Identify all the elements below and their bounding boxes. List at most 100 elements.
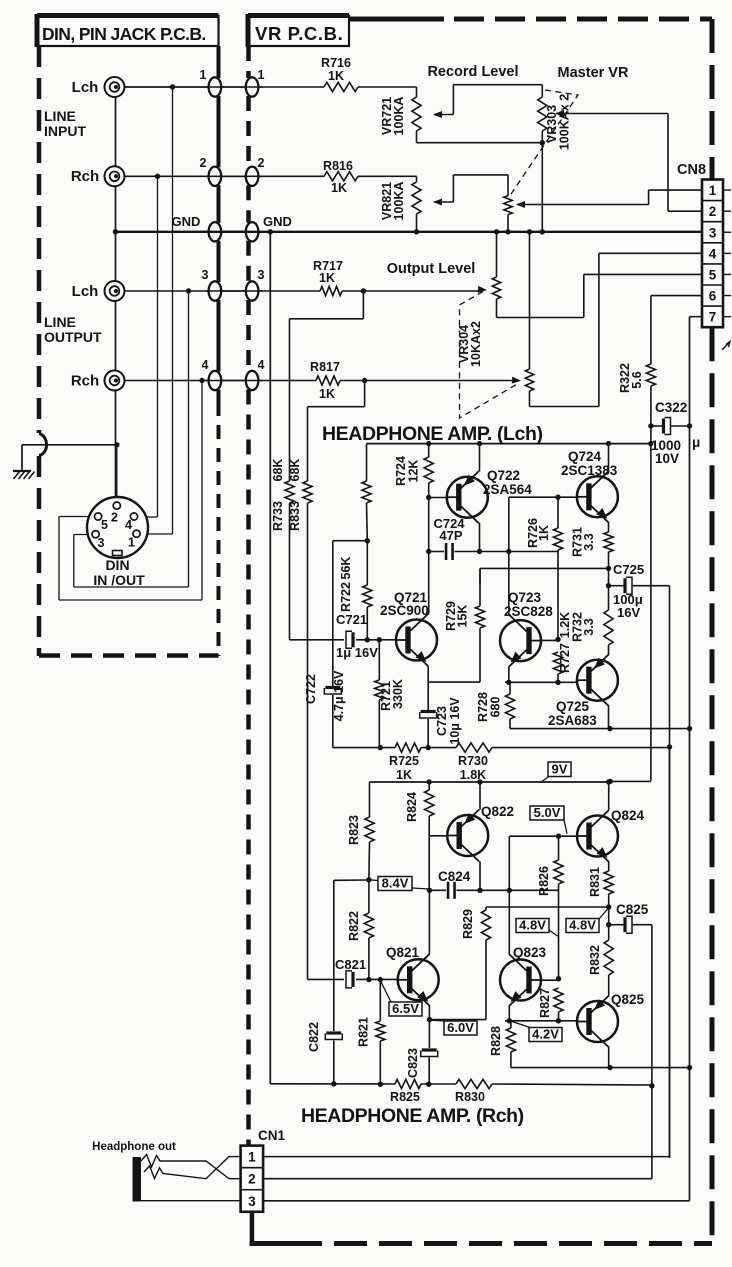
svg-text:Record Level: Record Level bbox=[427, 64, 518, 80]
svg-text:10V: 10V bbox=[655, 451, 679, 466]
svg-text:Q822: Q822 bbox=[481, 804, 514, 819]
svg-text:Rch: Rch bbox=[71, 373, 99, 390]
svg-text:OUTPUT: OUTPUT bbox=[44, 329, 102, 345]
svg-text:1K: 1K bbox=[396, 768, 412, 782]
svg-text:R729: R729 bbox=[444, 601, 458, 631]
svg-text:R731: R731 bbox=[571, 527, 585, 557]
svg-text:1: 1 bbox=[200, 68, 207, 82]
svg-text:DIN: DIN bbox=[105, 557, 129, 573]
svg-text:2: 2 bbox=[200, 156, 207, 170]
svg-text:VR821: VR821 bbox=[380, 182, 394, 220]
svg-text:C724: C724 bbox=[433, 516, 465, 531]
svg-text:Lch: Lch bbox=[72, 79, 99, 96]
svg-text:C725: C725 bbox=[613, 562, 644, 577]
svg-text:VR304: VR304 bbox=[457, 325, 471, 363]
svg-text:3: 3 bbox=[202, 268, 209, 282]
svg-text:1.8K: 1.8K bbox=[460, 768, 486, 782]
svg-text:LINE: LINE bbox=[44, 108, 76, 124]
svg-text:R725: R725 bbox=[389, 754, 419, 768]
svg-text:4: 4 bbox=[258, 358, 265, 372]
svg-text:6: 6 bbox=[709, 289, 717, 304]
svg-text:1: 1 bbox=[258, 68, 265, 82]
svg-text:2SC1383: 2SC1383 bbox=[561, 463, 618, 478]
svg-text:6.5V: 6.5V bbox=[392, 1001, 419, 1016]
svg-text:4: 4 bbox=[202, 358, 209, 372]
svg-text:R816: R816 bbox=[323, 159, 353, 173]
svg-text:68K: 68K bbox=[271, 459, 285, 482]
svg-text:R826: R826 bbox=[537, 866, 551, 896]
svg-text:LINE: LINE bbox=[44, 314, 76, 330]
svg-text:VR721: VR721 bbox=[380, 97, 394, 135]
svg-text:330K: 330K bbox=[391, 679, 405, 709]
svg-text:Q725: Q725 bbox=[556, 699, 590, 714]
svg-text:R732: R732 bbox=[571, 612, 585, 642]
svg-text:R822: R822 bbox=[347, 911, 361, 941]
svg-text:R829: R829 bbox=[461, 909, 475, 939]
svg-text:2: 2 bbox=[111, 511, 118, 525]
svg-text:Q722: Q722 bbox=[487, 468, 520, 483]
svg-text:4.8V: 4.8V bbox=[519, 917, 546, 932]
svg-text:Output Level: Output Level bbox=[387, 261, 476, 277]
svg-text:C821: C821 bbox=[335, 957, 366, 972]
svg-text:Rch: Rch bbox=[71, 168, 99, 185]
svg-text:R727: R727 bbox=[558, 643, 572, 673]
svg-text:C825: C825 bbox=[616, 902, 649, 917]
svg-text:INPUT: INPUT bbox=[44, 123, 86, 139]
svg-text:R733: R733 bbox=[271, 501, 285, 531]
svg-text:Lch: Lch bbox=[72, 283, 99, 300]
svg-text:R823: R823 bbox=[347, 815, 361, 845]
svg-text:GND: GND bbox=[263, 214, 292, 229]
svg-text:R825: R825 bbox=[390, 1090, 420, 1104]
svg-text:Q821: Q821 bbox=[386, 945, 420, 960]
svg-text:3.3: 3.3 bbox=[582, 618, 596, 635]
svg-text:Q721: Q721 bbox=[394, 590, 428, 605]
svg-text:680: 680 bbox=[489, 697, 503, 718]
svg-text:68K: 68K bbox=[288, 459, 302, 482]
svg-text:1: 1 bbox=[248, 1150, 256, 1165]
svg-text:μ: μ bbox=[692, 435, 700, 450]
svg-text:3: 3 bbox=[98, 536, 105, 550]
svg-text:2SA683: 2SA683 bbox=[548, 713, 597, 728]
svg-text:Q824: Q824 bbox=[611, 808, 645, 823]
svg-text:4.8V: 4.8V bbox=[569, 917, 596, 932]
svg-text:15K: 15K bbox=[456, 605, 470, 628]
svg-text:9V: 9V bbox=[552, 761, 568, 776]
svg-text:4.2V: 4.2V bbox=[532, 1026, 559, 1041]
svg-text:R717: R717 bbox=[313, 259, 343, 273]
svg-text:12K: 12K bbox=[407, 460, 421, 483]
svg-text:IN /OUT: IN /OUT bbox=[93, 572, 145, 588]
svg-text:4: 4 bbox=[125, 518, 132, 532]
svg-text:5.6: 5.6 bbox=[630, 371, 644, 388]
svg-text:1K: 1K bbox=[319, 271, 335, 285]
svg-text:100KA: 100KA bbox=[392, 182, 406, 221]
svg-text:1.2K: 1.2K bbox=[558, 612, 572, 638]
svg-text:2: 2 bbox=[258, 156, 265, 170]
svg-text:VR P.C.B.: VR P.C.B. bbox=[255, 23, 343, 44]
svg-text:1K: 1K bbox=[331, 181, 347, 195]
svg-text:8.4V: 8.4V bbox=[382, 875, 409, 890]
svg-text:R833: R833 bbox=[288, 501, 302, 531]
svg-text:100KAx 2: 100KAx 2 bbox=[558, 94, 572, 150]
svg-text:CN8: CN8 bbox=[677, 162, 706, 178]
svg-text:R716: R716 bbox=[321, 56, 351, 70]
svg-text:R726: R726 bbox=[526, 518, 540, 548]
svg-text:5: 5 bbox=[101, 518, 108, 532]
svg-text:1K: 1K bbox=[537, 525, 551, 541]
svg-text:R724: R724 bbox=[394, 456, 408, 486]
svg-text:7: 7 bbox=[709, 310, 717, 325]
svg-text:Q823: Q823 bbox=[513, 945, 547, 960]
svg-text:4: 4 bbox=[709, 246, 717, 261]
svg-text:HEADPHONE AMP. (Lch): HEADPHONE AMP. (Lch) bbox=[322, 423, 543, 445]
svg-text:1K: 1K bbox=[328, 69, 344, 83]
svg-text:R827: R827 bbox=[538, 988, 552, 1018]
svg-text:C723: C723 bbox=[435, 706, 449, 736]
svg-text:2SC828: 2SC828 bbox=[504, 604, 553, 619]
svg-text:DIN, PIN JACK P.C.B.: DIN, PIN JACK P.C.B. bbox=[42, 24, 206, 44]
svg-text:1μ 16V: 1μ 16V bbox=[336, 645, 378, 660]
svg-text:R828: R828 bbox=[489, 1026, 503, 1056]
svg-text:R830: R830 bbox=[455, 1090, 485, 1104]
svg-text:5: 5 bbox=[709, 267, 717, 282]
svg-text:3: 3 bbox=[709, 225, 717, 240]
svg-text:10μ 16V: 10μ 16V bbox=[448, 697, 462, 745]
svg-text:R721: R721 bbox=[379, 681, 393, 711]
